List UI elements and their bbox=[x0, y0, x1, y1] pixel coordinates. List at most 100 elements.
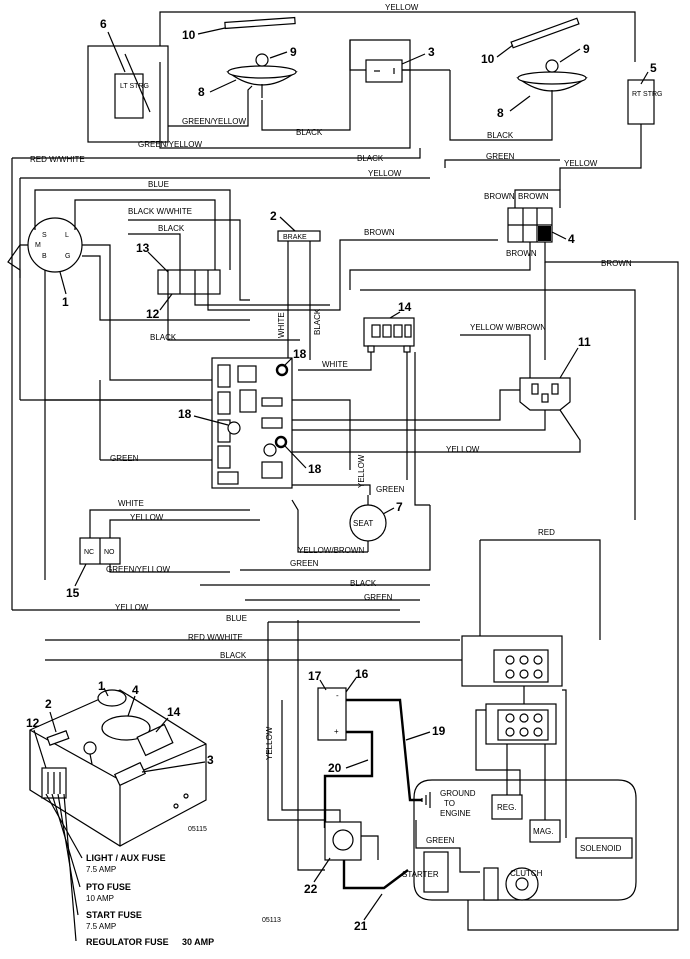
ground-to-engine: GROUND TO ENGINE bbox=[421, 789, 476, 818]
callout-18-a: 18 bbox=[293, 347, 307, 361]
switch-15: NC NO 15 bbox=[66, 537, 121, 600]
label-brown-4: BROWN bbox=[506, 249, 537, 258]
callout-20: 20 bbox=[328, 761, 342, 775]
pto-switch: 14 bbox=[363, 300, 415, 353]
mag-label: MAG. bbox=[533, 827, 553, 836]
callout-12: 12 bbox=[146, 307, 160, 321]
main-drawing-number: 05113 bbox=[262, 917, 281, 924]
label-brown-3: BROWN bbox=[518, 192, 549, 201]
callout-10-left: 10 bbox=[182, 28, 196, 42]
label-brown-5: BROWN bbox=[601, 259, 632, 268]
brake-switch: BRAKE 2 bbox=[270, 209, 321, 242]
label-white-vertical: WHITE bbox=[277, 312, 286, 338]
svg-text:-: - bbox=[336, 691, 339, 700]
inset-drawing-number: 05115 bbox=[188, 826, 207, 833]
label-green-3: GREEN bbox=[376, 485, 405, 494]
rt-strg-label: RT STRG bbox=[632, 91, 662, 98]
headlight-right: 9 8 bbox=[497, 42, 590, 120]
control-panel-inset: 1 4 2 14 12 3 05115 bbox=[26, 679, 214, 847]
label-green-4: GREEN bbox=[290, 559, 319, 568]
engine-connector-upper bbox=[461, 635, 563, 687]
label-white-2: WHITE bbox=[118, 499, 144, 508]
label-yellow-w-brown: YELLOW W/BROWN bbox=[470, 323, 546, 332]
relay-panel-18: 18 18 18 bbox=[178, 347, 322, 489]
callout-1-inset: 1 bbox=[98, 679, 105, 693]
headlight-left: 9 8 bbox=[198, 45, 298, 99]
term-s: S bbox=[42, 232, 47, 239]
callout-5: 5 bbox=[650, 61, 657, 75]
light-lens-right: 10 bbox=[481, 17, 580, 66]
callout-3-top: 3 bbox=[428, 45, 435, 59]
wire-black-left-light bbox=[261, 40, 351, 131]
connector-4: 4 bbox=[507, 207, 575, 246]
label-black-4: BLACK bbox=[158, 224, 185, 233]
label-yellow-brown: YELLOW/BROWN bbox=[298, 546, 364, 555]
callout-4-inset: 4 bbox=[132, 683, 139, 697]
fuse-light-aux: LIGHT / AUX FUSE bbox=[86, 853, 166, 863]
callout-10-right: 10 bbox=[481, 52, 495, 66]
label-black-5: BLACK bbox=[150, 333, 177, 342]
label-green-1: GREEN bbox=[486, 152, 515, 161]
callout-1: 1 bbox=[62, 295, 69, 309]
callout-18-b: 18 bbox=[178, 407, 192, 421]
lt-strg-switch: LT STRG 6 bbox=[87, 17, 169, 143]
callout-21: 21 bbox=[354, 919, 368, 933]
reg-box: REG. bbox=[491, 794, 523, 820]
label-green-5: GREEN bbox=[364, 593, 393, 602]
nc-label: NC bbox=[84, 549, 94, 556]
svg-text:TO: TO bbox=[444, 799, 455, 808]
callout-2: 2 bbox=[270, 209, 277, 223]
label-white-1: WHITE bbox=[322, 360, 348, 369]
term-b: B bbox=[42, 253, 47, 260]
label-brown-1: BROWN bbox=[364, 228, 395, 237]
label-yellow-vertical-1: YELLOW bbox=[357, 454, 366, 488]
callout-9-right: 9 bbox=[583, 42, 590, 56]
solenoid-label: SOLENOID bbox=[580, 844, 622, 853]
solenoid-box: SOLENOID bbox=[575, 837, 633, 859]
label-blue-1: BLUE bbox=[148, 180, 169, 189]
callout-19: 19 bbox=[432, 724, 446, 738]
lt-strg-label: LT STRG bbox=[120, 83, 149, 90]
callout-12-inset: 12 bbox=[26, 716, 40, 730]
label-green-yellow-3: GREEN/YELLOW bbox=[106, 565, 170, 574]
label-black-3: BLACK bbox=[357, 154, 384, 163]
callout-9-left: 9 bbox=[290, 45, 297, 59]
battery: - + 17 16 bbox=[308, 667, 369, 741]
label-green-yellow-1: GREEN/YELLOW bbox=[138, 140, 202, 149]
term-m: M bbox=[35, 242, 41, 249]
fuse-regulator-amp: 30 AMP bbox=[182, 937, 214, 947]
fuse-block: 13 12 bbox=[136, 241, 221, 321]
term-g: G bbox=[65, 253, 70, 260]
no-label: NO bbox=[104, 549, 115, 556]
label-yellow-6: YELLOW bbox=[115, 603, 149, 612]
callout-14-top: 14 bbox=[398, 300, 412, 314]
svg-text:+: + bbox=[334, 727, 339, 736]
callout-13: 13 bbox=[136, 241, 150, 255]
callout-15: 15 bbox=[66, 586, 80, 600]
term-l: L bbox=[65, 232, 69, 239]
callout-16: 16 bbox=[355, 667, 369, 681]
starter-label: STARTER bbox=[402, 870, 439, 879]
label-red-w-white-2: RED W/WHITE bbox=[188, 633, 243, 642]
callout-8-right: 8 bbox=[497, 106, 504, 120]
fuse-pto-amp: 10 AMP bbox=[86, 894, 114, 903]
fuse-regulator: REGULATOR FUSE bbox=[86, 937, 169, 947]
wire-black-right-light bbox=[449, 70, 553, 141]
label-red: RED bbox=[538, 528, 555, 537]
callout-11: 11 bbox=[578, 335, 591, 349]
callout-3-inset: 3 bbox=[207, 753, 214, 767]
fuse-light-aux-amp: 7.5 AMP bbox=[86, 865, 116, 874]
fuse-labels: LIGHT / AUX FUSE 7.5 AMP PTO FUSE 10 AMP… bbox=[86, 853, 214, 947]
light-lens-left: 10 bbox=[182, 16, 296, 42]
label-black-1: BLACK bbox=[296, 128, 323, 137]
callout-8-left: 8 bbox=[198, 85, 205, 99]
fuse-start-amp: 7.5 AMP bbox=[86, 922, 116, 931]
engine-connector-lower bbox=[485, 703, 557, 745]
label-green-2: GREEN bbox=[110, 454, 139, 463]
callout-2-inset: 2 bbox=[45, 697, 52, 711]
seat-label: SEAT bbox=[353, 519, 373, 528]
engine-outline bbox=[413, 779, 637, 901]
rt-strg-switch: RT STRG 5 bbox=[627, 61, 662, 125]
reg-label: REG. bbox=[497, 803, 517, 812]
